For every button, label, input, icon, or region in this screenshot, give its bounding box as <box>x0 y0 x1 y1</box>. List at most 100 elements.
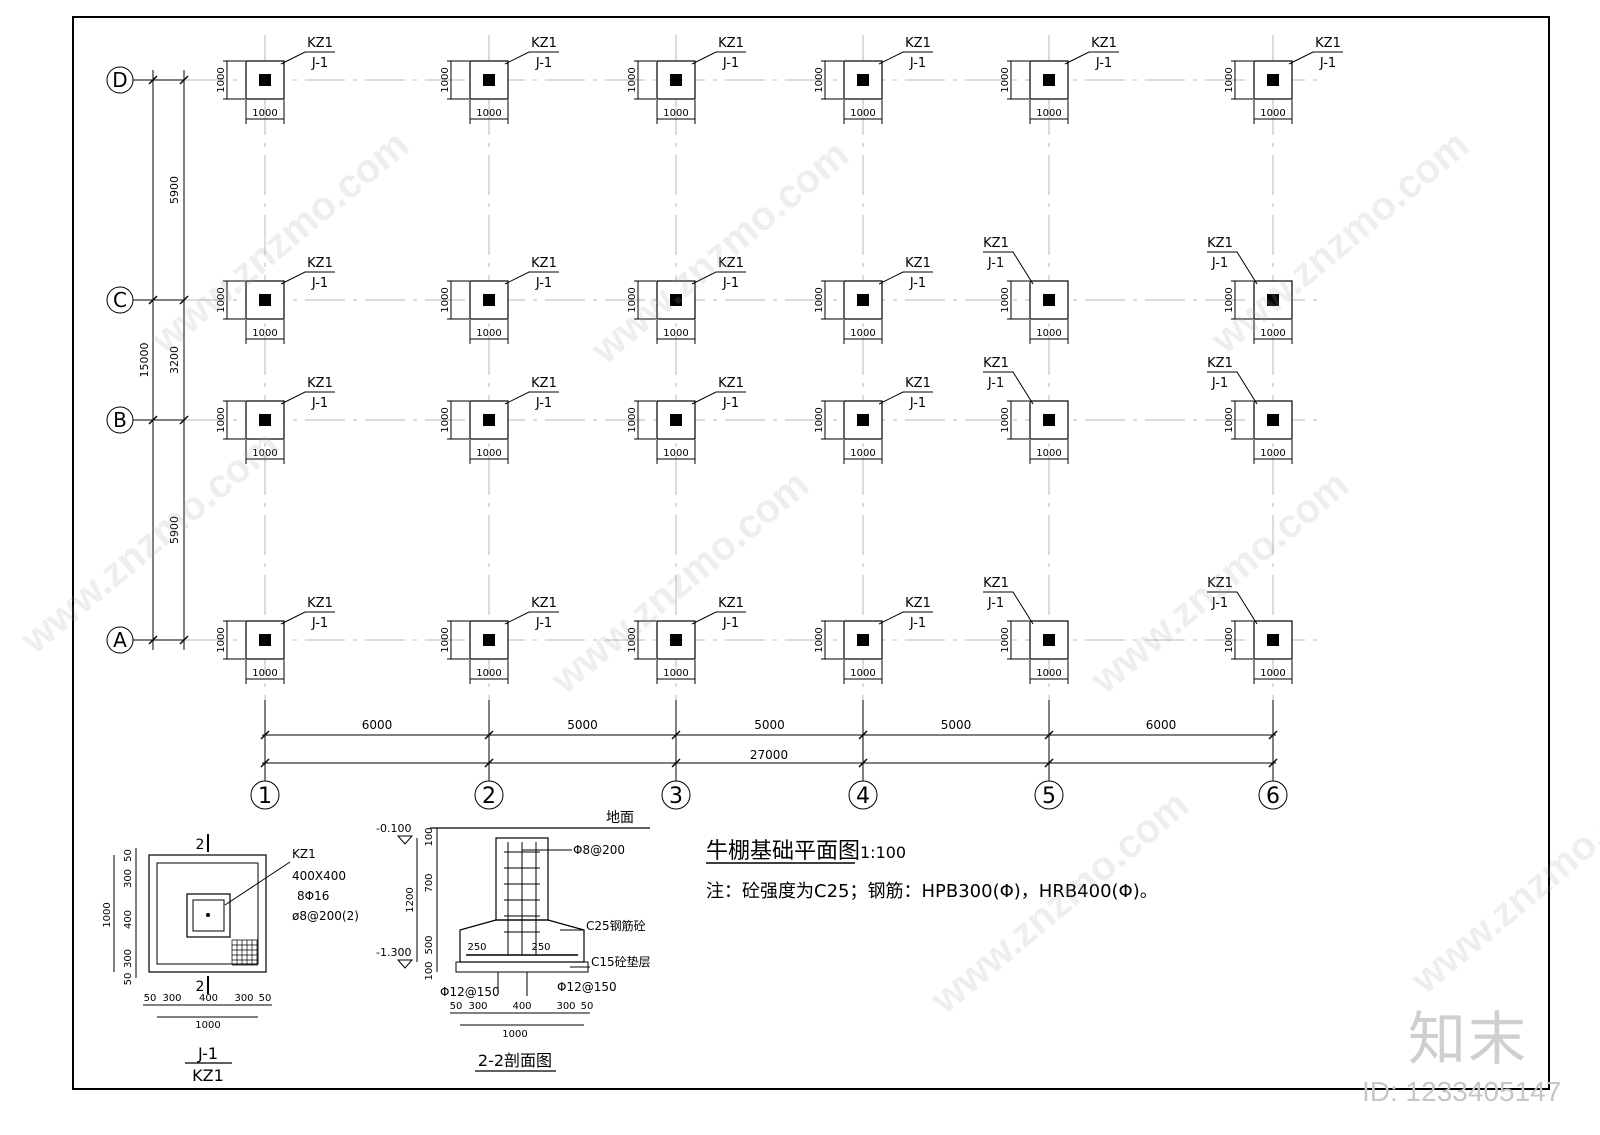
j1-column-tag: KZ1 <box>292 847 316 861</box>
column-kz1 <box>670 414 682 426</box>
dim-text: 6000 <box>1146 718 1177 732</box>
section-dim-text: 700 <box>424 873 435 892</box>
column-tag: KZ1 <box>531 596 557 611</box>
j1-dim-text: 50 <box>144 993 157 1004</box>
column-tag: KZ1 <box>531 36 557 51</box>
tag-leader <box>1207 591 1258 625</box>
section-dim-text: 50 <box>581 1001 594 1012</box>
column-tag: KZ1 <box>1315 36 1341 51</box>
column-kz1 <box>259 74 271 86</box>
j1-caption-top: J-1 <box>197 1044 218 1063</box>
footing-dim-width: 1000 <box>850 328 875 339</box>
column-tag: KZ1 <box>307 36 333 51</box>
section-step-right: 250 <box>531 942 550 953</box>
axis-label-A: A <box>113 628 127 652</box>
footing-outline <box>843 620 883 660</box>
column-kz1 <box>483 634 495 646</box>
footing-dim-length: 1000 <box>216 407 227 432</box>
footing-tag: J-1 <box>535 616 552 631</box>
dim-text: 6000 <box>362 718 393 732</box>
footing-tag: J-1 <box>722 616 739 631</box>
column-tag: KZ1 <box>718 376 744 391</box>
section-stirrup-label: Φ8@200 <box>573 843 625 857</box>
footing-dim-length: 1000 <box>814 287 825 312</box>
footing-dim-width: 1000 <box>663 108 688 119</box>
footing-dim-width: 1000 <box>1260 448 1285 459</box>
column-tag: KZ1 <box>1091 36 1117 51</box>
plan-scale: 1:100 <box>860 843 906 862</box>
footing-outline <box>656 60 696 100</box>
footing-dim-length: 1000 <box>1000 627 1011 652</box>
axis-label-C: C <box>113 288 127 312</box>
section-rebar-left: Φ12@150 <box>440 985 500 999</box>
column-tag: KZ1 <box>905 36 931 51</box>
tag-leader <box>878 611 933 625</box>
j1-dim-text: 300 <box>123 869 134 888</box>
j1-dim-text: 400 <box>123 910 134 929</box>
section-step-left: 250 <box>467 942 486 953</box>
j1-footing-outline <box>148 854 267 973</box>
j1-dim-text: 400 <box>199 993 218 1004</box>
footing-dim-length: 1000 <box>1000 407 1011 432</box>
footing-tag: J-1 <box>909 616 926 631</box>
column-kz1 <box>670 294 682 306</box>
column-tag: KZ1 <box>905 596 931 611</box>
footing-tag: J-1 <box>909 56 926 71</box>
footing-outline <box>469 60 509 100</box>
footing-dim-width: 1000 <box>850 108 875 119</box>
section-concrete-label: C25钢筋砼 <box>586 918 646 933</box>
footing-tag: J-1 <box>987 376 1004 391</box>
footing-dim-width: 1000 <box>1036 668 1061 679</box>
column-tag: KZ1 <box>905 256 931 271</box>
footing-dim-length: 1000 <box>1000 287 1011 312</box>
tag-leader <box>878 391 933 405</box>
dim-text: 5900 <box>168 176 181 204</box>
section-dim-text: 300 <box>556 1001 575 1012</box>
footing-dim-width: 1000 <box>252 328 277 339</box>
footing-dim-length: 1000 <box>814 407 825 432</box>
footing-dim-length: 1000 <box>627 407 638 432</box>
elev-marker <box>396 835 414 845</box>
tag-leader <box>1207 251 1258 285</box>
section-cushion-label: C15砼垫层 <box>591 954 651 969</box>
footing-dim-width: 1000 <box>476 668 501 679</box>
footing-tag: J-1 <box>311 396 328 411</box>
j1-dim-text: 300 <box>123 949 134 968</box>
plan-note: 注：砼强度为C25；钢筋：HPB300(Φ)，HRB400(Φ)。 <box>706 881 1158 902</box>
j1-column-outline <box>186 893 231 938</box>
column-kz1 <box>483 294 495 306</box>
footing-tag: J-1 <box>909 276 926 291</box>
footing-dim-width: 1000 <box>1260 108 1285 119</box>
dim-text: 5000 <box>567 718 598 732</box>
footing-dim-length: 1000 <box>440 287 451 312</box>
footing-dim-length: 1000 <box>1224 407 1235 432</box>
j1-footing-inner <box>156 862 259 965</box>
j1-dim-text: 300 <box>234 993 253 1004</box>
footing-dim-length: 1000 <box>627 287 638 312</box>
footing-dim-width: 1000 <box>476 328 501 339</box>
column-kz1 <box>1267 74 1279 86</box>
tag-leader <box>504 611 559 625</box>
axis-label-D: D <box>112 68 127 92</box>
logo-mark: 知末 <box>1408 1005 1529 1073</box>
column-kz1 <box>1043 74 1055 86</box>
footing-dim-length: 1000 <box>440 407 451 432</box>
section-ground-label: 地面 <box>606 810 634 826</box>
footing-dim-length: 1000 <box>1000 67 1011 92</box>
footing-dim-length: 1000 <box>1224 627 1235 652</box>
column-kz1 <box>1043 414 1055 426</box>
tag-leader <box>280 611 335 625</box>
column-kz1 <box>670 634 682 646</box>
j1-dim-total: 1000 <box>102 902 113 927</box>
tag-leader <box>691 391 746 405</box>
footing-tag: J-1 <box>311 276 328 291</box>
axis-label-3: 3 <box>669 784 683 809</box>
footing-tag: J-1 <box>722 396 739 411</box>
